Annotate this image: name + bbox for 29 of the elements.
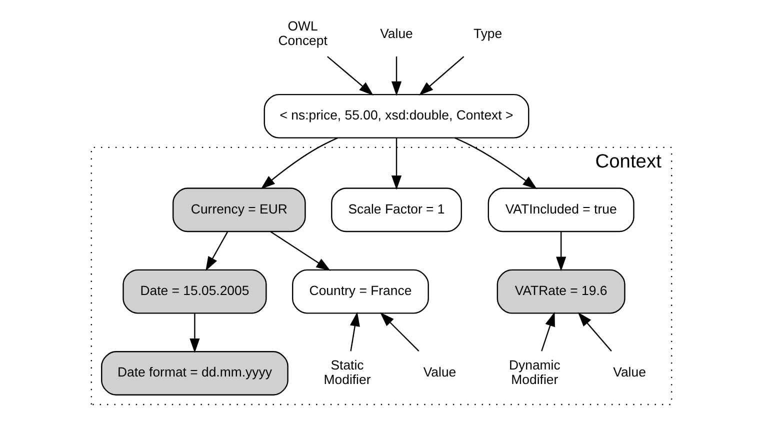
node-box: < ns:price, 55.00, xsd:double, Context >: [264, 94, 530, 138]
arrow: [350, 312, 360, 352]
node-box: Date = 15.05.2005: [122, 269, 267, 314]
node-text: Value: [380, 26, 413, 41]
arrow: [190, 314, 200, 353]
arrow: [454, 137, 538, 190]
node-text: Value: [423, 364, 456, 380]
arrow: [270, 231, 331, 271]
node-box: Currency = EUR: [172, 188, 306, 232]
arrow: [418, 56, 464, 96]
node-text: OWL Concept: [278, 18, 328, 48]
arrow: [391, 56, 402, 96]
arrow: [541, 312, 555, 352]
node-box: Date format = dd.mm.yyyy: [101, 351, 288, 396]
node-text: Static Modifier: [324, 357, 371, 387]
arrow: [206, 232, 228, 271]
arrow: [260, 137, 338, 190]
node-text: Dynamic Modifier: [508, 357, 560, 387]
arrow: [391, 138, 402, 190]
node-box: Scale Factor = 1: [331, 188, 462, 232]
node-text: Value: [613, 364, 646, 380]
node-box: VATRate = 19.6: [496, 269, 626, 314]
arrow: [327, 56, 374, 96]
node-text: Type: [473, 26, 502, 41]
node-box: Country = France: [292, 269, 429, 314]
arrow: [556, 232, 566, 272]
arrow: [578, 312, 612, 352]
node-box: VATIncluded = true: [488, 188, 634, 232]
arrow: [380, 312, 420, 352]
